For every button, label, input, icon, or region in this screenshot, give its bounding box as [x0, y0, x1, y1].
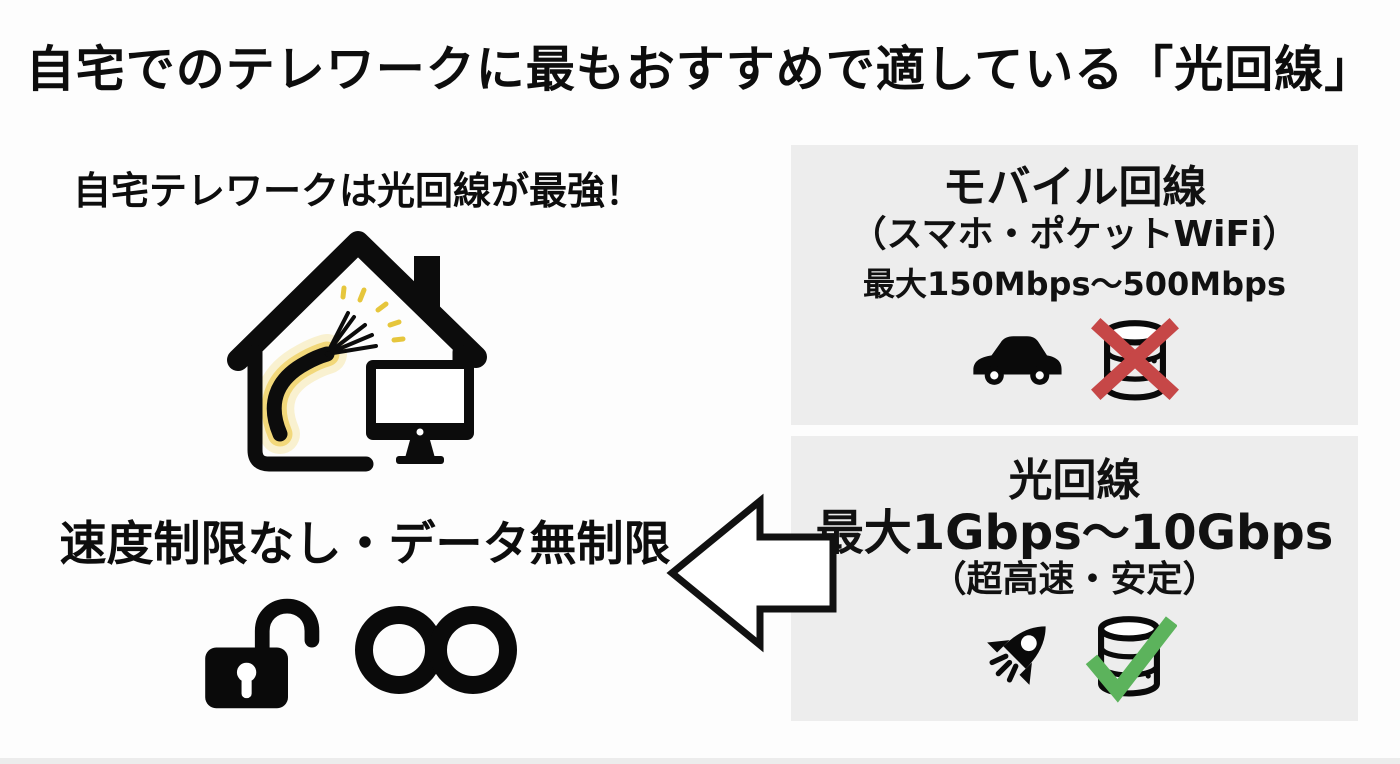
spark-lines — [340, 285, 406, 343]
rocket-icon — [986, 626, 1046, 685]
mobile-box-title: モバイル回線 — [942, 162, 1207, 213]
fiber-box-title: 光回線 — [1008, 455, 1141, 506]
mobile-line-box: モバイル回線 （スマホ・ポケットWiFi） 最大150Mbps〜500Mbps — [791, 145, 1358, 425]
left-arrow-icon — [666, 493, 837, 653]
house-fiber-illustration — [227, 231, 487, 472]
green-check-icon — [1085, 616, 1177, 703]
car-icon — [972, 336, 1062, 386]
bottom-edge-strip — [0, 758, 1400, 764]
database-crossed-icon — [1090, 318, 1179, 401]
infinity-icon — [355, 606, 517, 694]
house-roof — [227, 231, 487, 371]
database-checked-icon — [1085, 615, 1177, 703]
page-title: 自宅でのテレワークに最もおすすめで適している「光回線」 — [25, 41, 1375, 98]
house-wall-left — [247, 344, 374, 472]
benefit-text: 速度制限なし・データ無制限 — [59, 517, 671, 572]
mobile-box-subtitle: （スマホ・ポケットWiFi） — [850, 213, 1299, 255]
red-cross-icon — [1090, 318, 1179, 401]
fiber-strands — [325, 311, 378, 356]
left-headline: 自宅テレワークは光回線が最強！ — [72, 169, 643, 213]
unlocked-padlock-icon — [205, 598, 320, 709]
fiber-line-box: 光回線 最大1Gbps〜10Gbps （超高速・安定） — [791, 436, 1358, 721]
monitor-icon — [366, 360, 474, 464]
mobile-box-speed: 最大150Mbps〜500Mbps — [862, 264, 1286, 303]
fiber-box-speed: 最大1Gbps〜10Gbps — [815, 504, 1334, 561]
fiber-box-subtitle: （超高速・安定） — [930, 559, 1219, 601]
house-chimney — [414, 256, 440, 308]
fiber-cable — [266, 346, 335, 442]
